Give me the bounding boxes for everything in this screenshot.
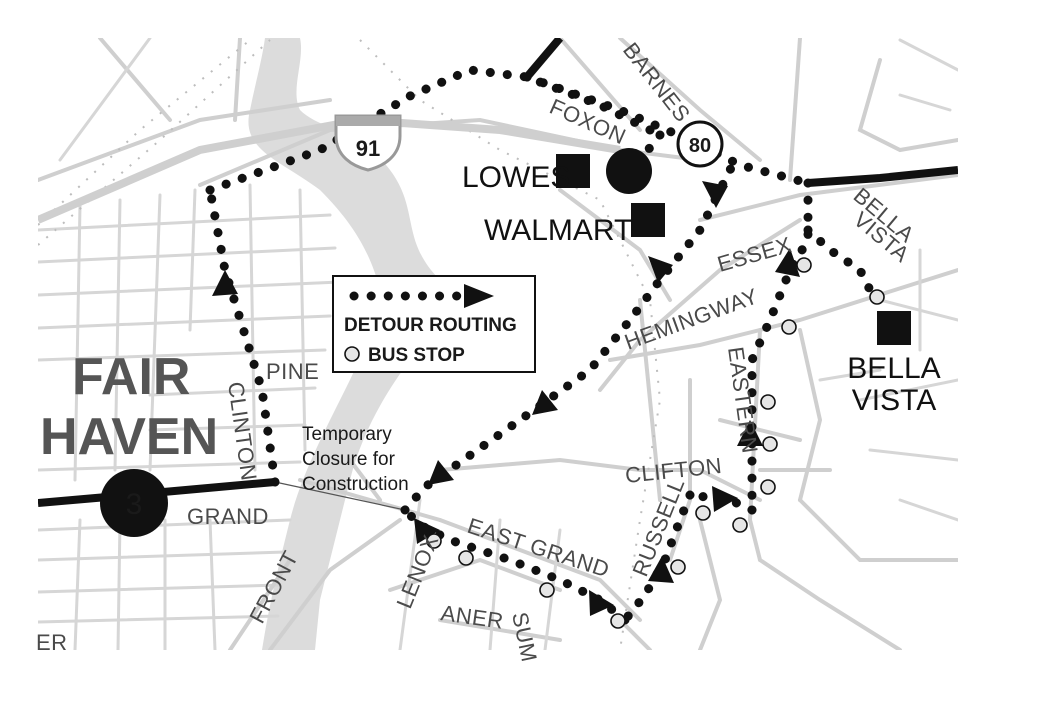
street-clinton: CLINTON — [223, 380, 262, 482]
river — [248, 38, 447, 650]
route3-shield: 3 — [100, 469, 168, 537]
arrow-up-ne — [775, 248, 800, 277]
closure-text-1: Temporary — [302, 424, 392, 445]
street-sum: SUM — [507, 610, 542, 664]
walmart-marker — [631, 203, 665, 237]
route-north-line — [523, 38, 564, 80]
bella-vista-label-1: BELLA — [847, 352, 940, 385]
bus-stops — [426, 257, 885, 629]
arrow-sw-lower — [428, 460, 454, 485]
route80-shield: 80 — [676, 120, 724, 168]
legend-stop-swatch — [344, 346, 360, 362]
legend-stop-label: BUS STOP — [368, 345, 465, 366]
east-streets — [198, 38, 958, 650]
street-er: ER — [36, 630, 68, 655]
railroad-east — [359, 39, 662, 650]
neighborhood-label-2: HAVEN — [40, 408, 218, 466]
base-map — [38, 38, 958, 650]
legend: DETOUR ROUTING BUS STOP — [332, 275, 536, 373]
railroad-west — [38, 39, 251, 226]
street-aner: ANER — [439, 600, 505, 634]
street-pine: PINE — [266, 359, 319, 384]
street-grid — [38, 38, 342, 650]
lowes-label: LOWES — [462, 161, 570, 194]
arrow-up-russell — [648, 556, 674, 583]
arrow-down-essex — [702, 181, 728, 208]
bus-stop — [539, 582, 555, 598]
bus-stop — [760, 394, 776, 410]
bus-stop — [458, 550, 474, 566]
route-east-line — [807, 166, 958, 187]
i91-label: 91 — [356, 136, 380, 161]
bus-stop — [762, 436, 778, 452]
bus-stop — [796, 257, 812, 273]
lowes-marker — [556, 154, 590, 188]
arrow-east-clifton — [712, 486, 738, 512]
i91-shield: 91 — [334, 114, 402, 172]
arrow-sw-upper — [532, 390, 558, 415]
bella-vista-label-2: VISTA — [852, 384, 936, 417]
bus-stop — [670, 559, 686, 575]
street-lenox: LENOX — [391, 531, 443, 612]
detour-arrows — [212, 181, 800, 616]
bus-stop — [781, 319, 797, 335]
arrow-east-sum — [589, 590, 614, 616]
bus-stop — [869, 289, 885, 305]
closure-text-2: Closure for — [302, 449, 396, 470]
bus-stop — [732, 517, 748, 533]
arrow-down-hemingway — [648, 256, 673, 283]
closure-line — [274, 481, 406, 511]
route80-label: 80 — [689, 135, 711, 157]
bus-stop — [695, 505, 711, 521]
closure-text-3: Construction — [302, 474, 409, 495]
street-barnes: BARNES — [618, 38, 695, 127]
neighborhood-label-1: FAIR — [72, 348, 190, 406]
closure-annotation: Temporary Closure for Construction — [302, 424, 409, 495]
legend-arrow-icon — [464, 284, 494, 308]
bus-stop — [760, 479, 776, 495]
bus-stop — [426, 533, 442, 549]
route3-label: 3 — [126, 488, 143, 521]
street-grand: GRAND — [187, 504, 269, 529]
walmart-label: WALMART — [484, 214, 632, 247]
bus-stop — [610, 613, 626, 629]
arrow-up-clinton — [212, 270, 238, 296]
foxon-marker — [606, 148, 652, 194]
arrow-up-eastern — [737, 420, 763, 446]
arrow-east-grand — [414, 518, 440, 544]
legend-detour-label: DETOUR ROUTING — [344, 315, 517, 336]
bella-vista-marker — [877, 311, 911, 345]
